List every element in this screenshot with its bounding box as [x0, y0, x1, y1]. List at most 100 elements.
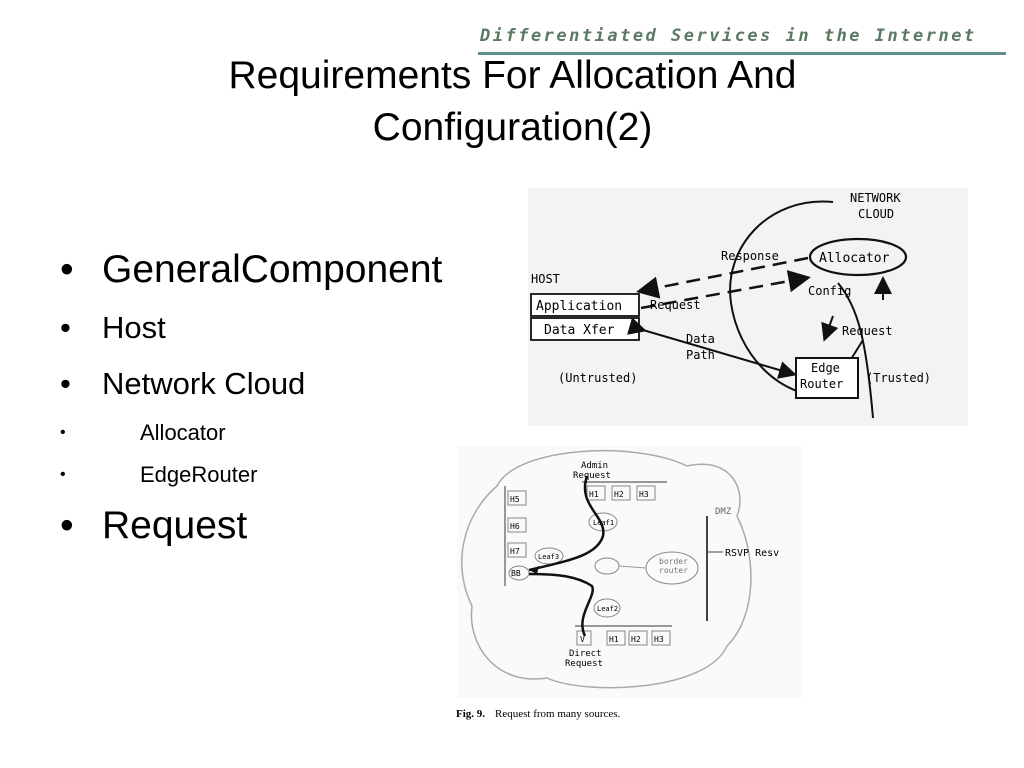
- figure-label: Fig. 9.: [456, 708, 486, 720]
- bullet-text: Request: [102, 504, 248, 547]
- allocation-diagram: NETWORK CLOUD Allocator Response Request…: [528, 188, 968, 426]
- application-box: [530, 293, 640, 317]
- network-cloud-line-1: NETWORK: [850, 191, 901, 205]
- bullet-text: Network Cloud: [102, 366, 306, 401]
- bb-label: BB: [511, 569, 521, 578]
- host-box-top: [611, 485, 631, 501]
- direct-request-line-2: Request: [565, 659, 603, 669]
- host-box-top: [586, 485, 606, 501]
- allocation-diagram-svg: NETWORK CLOUD Allocator Response Request…: [530, 191, 931, 419]
- response-label: Response: [721, 249, 779, 263]
- host-left-label: H5: [510, 495, 520, 504]
- bullet-dot: •: [60, 366, 71, 401]
- bullet-item: • Allocator: [60, 412, 442, 454]
- bullet-text: Host: [102, 310, 166, 345]
- slide-title-line-2: Configuration(2): [372, 106, 653, 149]
- config-label: Config: [808, 284, 851, 298]
- figure-caption-text: Request from many sources.: [495, 708, 621, 720]
- direct-request-line-1: Direct: [569, 649, 602, 659]
- data-path-arrow: [627, 317, 797, 379]
- bullet-text: GeneralComponent: [102, 248, 443, 291]
- bullet-item: • Host: [60, 300, 442, 356]
- bullet-item: • Network Cloud: [60, 356, 442, 412]
- banner-underline: [478, 52, 1006, 55]
- host-request-label: Request: [650, 298, 701, 312]
- core-node: [594, 557, 620, 575]
- bullet-dot: •: [60, 466, 66, 483]
- response-arrow: [636, 256, 809, 299]
- bullet-list: • GeneralComponent • Host • Network Cloud •…: [60, 240, 442, 556]
- router-request-label: Request: [842, 324, 893, 338]
- cloud-outline: [461, 449, 752, 689]
- leaf3-label: Leaf3: [538, 553, 559, 561]
- slide-title: Requirements For Allocation And Configur…: [140, 50, 885, 154]
- host-bottom-label: V: [580, 635, 585, 644]
- host-box-bottom: [606, 630, 626, 646]
- edge-router-label: Edge Router: [800, 361, 847, 391]
- direct-request-path: [528, 572, 594, 637]
- bullet-dot: •: [60, 504, 74, 547]
- admin-request-label: Admin Request: [573, 461, 614, 481]
- bullet-item: • Request: [60, 496, 442, 556]
- dmz-label: DMZ: [715, 507, 732, 517]
- host-box-bottom: [628, 630, 648, 646]
- host-top-label: H3: [639, 490, 649, 499]
- router-request-arrow: [821, 315, 839, 342]
- request-sources-svg: H5 H6 H7 BB Leaf3 H1 H2 H3 Admin Request…: [461, 449, 779, 689]
- host-top-label: H1: [589, 490, 599, 499]
- host-label: HOST: [531, 272, 560, 286]
- leaf2-node: [593, 598, 621, 618]
- border-router-label: border router: [659, 557, 693, 575]
- rsvp-resv-label: RSVP Resv: [725, 548, 779, 559]
- cloud-curve: [837, 282, 874, 419]
- bullet-text: Allocator: [140, 420, 226, 445]
- allocator-label: Allocator: [819, 251, 890, 266]
- figure-caption: Fig. 9. Request from many sources.: [456, 708, 620, 720]
- network-cloud-boundary: [729, 200, 834, 398]
- bullet-dot: •: [60, 248, 74, 291]
- edge-router-line-2: Router: [800, 377, 843, 391]
- border-router-line-2: router: [659, 566, 688, 575]
- host-box-left: [507, 517, 527, 533]
- slide-title-line-1: Requirements For Allocation And: [228, 54, 797, 97]
- untrusted-label: (Untrusted): [558, 371, 637, 385]
- request-arrowhead: [529, 566, 539, 574]
- network-cloud-line-2: CLOUD: [858, 207, 894, 221]
- allocator-node: [808, 237, 908, 277]
- leaf3-node: [534, 547, 564, 565]
- bullet-item: • EdgeRouter: [60, 454, 442, 496]
- host-bottom-label: H3: [654, 635, 664, 644]
- edge-router-line-1: Edge: [811, 361, 840, 375]
- trusted-label: (Trusted): [866, 371, 931, 385]
- course-banner: Differentiated Services in the Internet: [478, 24, 1008, 58]
- host-left-label: H6: [510, 522, 520, 531]
- host-box-left: [507, 542, 527, 558]
- data-xfer-label: Data Xfer: [544, 323, 615, 338]
- admin-request-line-2: Request: [573, 471, 611, 481]
- data-path-line-1: Data: [686, 332, 715, 346]
- banner-text: Differentiated Services in the Internet: [480, 26, 977, 46]
- host-box-top: [636, 485, 656, 501]
- link-line: [618, 565, 647, 569]
- host-box-left: [507, 490, 527, 506]
- admin-request-path: [528, 475, 605, 572]
- edge-router-box: [795, 357, 859, 399]
- direct-request-label: Direct Request: [565, 649, 607, 669]
- host-left-label: H7: [510, 547, 520, 556]
- data-path-label: Data Path: [686, 332, 722, 362]
- bullet-dot: •: [60, 310, 71, 345]
- bullet-dot: •: [60, 424, 66, 441]
- leaf1-label: Leaf1: [593, 519, 614, 527]
- host-top-label: H2: [614, 490, 624, 499]
- request-arrow: [640, 270, 811, 310]
- bullet-item: • GeneralComponent: [60, 240, 442, 300]
- host-bottom-label: H2: [631, 635, 641, 644]
- network-cloud-label: NETWORK CLOUD: [850, 191, 908, 221]
- border-router-line-1: border: [659, 557, 688, 566]
- bullet-text: EdgeRouter: [140, 462, 258, 487]
- application-label: Application: [536, 299, 622, 314]
- host-box-bottom: [651, 630, 671, 646]
- data-path-line-2: Path: [686, 348, 715, 362]
- host-bottom-label: H1: [609, 635, 619, 644]
- admin-request-line-1: Admin: [581, 461, 608, 471]
